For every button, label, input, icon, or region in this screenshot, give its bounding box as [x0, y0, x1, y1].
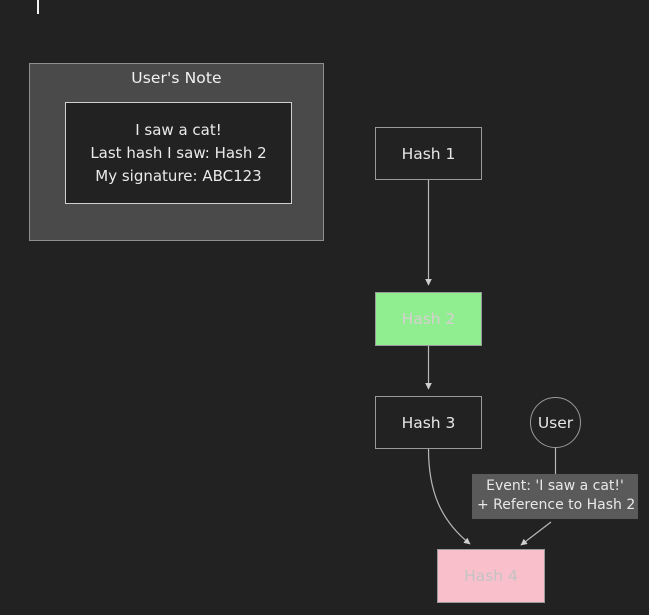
- node-hash-4[interactable]: Hash 4: [437, 549, 545, 603]
- note-line-last-hash: Last hash I saw: Hash 2: [90, 143, 267, 162]
- node-hash-4-label: Hash 4: [464, 567, 518, 585]
- edge-label-line-2: + Reference to Hash 2: [477, 497, 636, 513]
- note-line-event: I saw a cat!: [135, 120, 222, 139]
- node-hash-3-label: Hash 3: [401, 413, 456, 432]
- users-note-title: User's Note: [131, 69, 222, 87]
- edge-user-hash4: [520, 448, 557, 546]
- node-user[interactable]: User: [530, 397, 581, 448]
- node-hash-3[interactable]: Hash 3: [375, 396, 482, 449]
- node-hash-2-label: Hash 2: [401, 310, 456, 328]
- node-hash-2[interactable]: Hash 2: [375, 292, 482, 346]
- node-user-label: User: [537, 413, 574, 432]
- edge-hash3-hash4: [427, 448, 471, 545]
- text-caret: [37, 0, 39, 14]
- node-hash-1[interactable]: Hash 1: [375, 127, 482, 180]
- note-line-signature: My signature: ABC123: [95, 166, 262, 185]
- node-hash-1-label: Hash 1: [401, 144, 456, 163]
- edge-label-line-1: Event: 'I saw a cat!': [486, 478, 624, 494]
- users-note-panel: User's Note I saw a cat! Last hash I saw…: [29, 63, 324, 241]
- users-note-body: I saw a cat! Last hash I saw: Hash 2 My …: [65, 102, 292, 204]
- edge-label-user-hash4: Event: 'I saw a cat!' + Reference to Has…: [472, 474, 638, 519]
